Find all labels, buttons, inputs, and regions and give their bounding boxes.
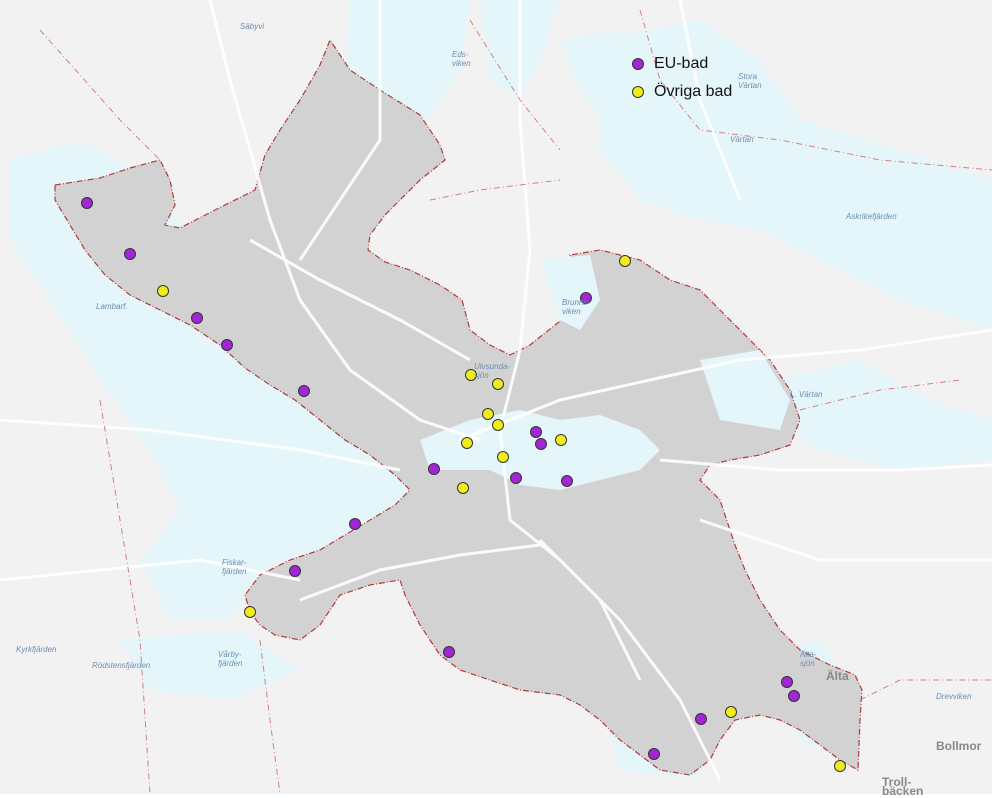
- eu-bad-marker[interactable]: [428, 463, 440, 475]
- ovriga-bad-marker[interactable]: [461, 437, 473, 449]
- label-altasjon: Älta- sjön: [800, 650, 817, 668]
- eu-bad-marker[interactable]: [510, 472, 522, 484]
- label-vartan: Värtan: [730, 135, 754, 144]
- eu-bad-marker[interactable]: [221, 339, 233, 351]
- road-layer: [0, 0, 992, 781]
- eu-bad-marker[interactable]: [561, 475, 573, 487]
- eu-bad-marker[interactable]: [695, 713, 707, 725]
- eu-bad-marker[interactable]: [81, 197, 93, 209]
- ovriga-bad-marker[interactable]: [725, 706, 737, 718]
- eu-bad-marker[interactable]: [298, 385, 310, 397]
- eu-bad-marker[interactable]: [781, 676, 793, 688]
- label-bollmora: Bollmor: [936, 739, 982, 753]
- eu-bad-marker[interactable]: [289, 565, 301, 577]
- label-sabyvi: Säbyvi: [240, 22, 265, 31]
- eu-bad-marker[interactable]: [535, 438, 547, 450]
- legend-label-ovriga-bad: Övriga bad: [654, 83, 733, 100]
- label-kyrkfjarden: Kyrkfjärden: [16, 645, 57, 654]
- eu-bad-marker[interactable]: [788, 690, 800, 702]
- ovriga-bad-marker[interactable]: [244, 606, 256, 618]
- eu-bad-marker[interactable]: [124, 248, 136, 260]
- eu-bad-marker[interactable]: [530, 426, 542, 438]
- ovriga-bad-markers: [157, 255, 846, 772]
- ovriga-bad-marker[interactable]: [482, 408, 494, 420]
- label-rodstensfjarden: Rödstensfjärden: [92, 661, 151, 670]
- label-trollbacken: Troll- bäcken: [882, 775, 924, 798]
- eu-bad-marker[interactable]: [191, 312, 203, 324]
- label-brunnsviken: Brunns- viken: [562, 298, 591, 316]
- ovriga-bad-marker[interactable]: [834, 760, 846, 772]
- legend-item-eu-bad: EU-bad: [632, 50, 732, 78]
- label-vanerfjarden: Vårby- fjärden: [218, 650, 243, 668]
- ovriga-bad-marker[interactable]: [555, 434, 567, 446]
- label-l-vartan: L. Värtan: [790, 390, 823, 399]
- label-stora-vartan: Stora Värtan: [738, 72, 762, 90]
- ovriga-bad-marker[interactable]: [497, 451, 509, 463]
- eu-bad-marker[interactable]: [580, 292, 592, 304]
- municipality-area: [54, 38, 863, 776]
- city-water-layer: [420, 255, 790, 490]
- label-edsviken: Eds- viken: [452, 50, 471, 68]
- label-drevviken: Drevviken: [936, 692, 972, 701]
- label-alta: Älta: [826, 669, 849, 683]
- ovriga-bad-legend-icon: [632, 86, 644, 98]
- label-fiskarfjarden: Fiskar- fjärden: [222, 558, 247, 576]
- map-legend: EU-bad Övriga bad: [632, 50, 732, 106]
- label-ulvsundasjon: Ulvsunda- sjön: [474, 362, 511, 380]
- ovriga-bad-marker[interactable]: [465, 369, 477, 381]
- ovriga-bad-marker[interactable]: [157, 285, 169, 297]
- ovriga-bad-marker[interactable]: [619, 255, 631, 267]
- legend-label-eu-bad: EU-bad: [654, 55, 709, 72]
- legend-item-ovriga-bad: Övriga bad: [632, 78, 732, 106]
- boundary-layer: [39, 9, 992, 794]
- ovriga-bad-marker[interactable]: [457, 482, 469, 494]
- label-askrikefjarden: Askrikefjärden: [846, 212, 897, 221]
- eu-bad-markers: [81, 197, 800, 760]
- eu-bad-marker[interactable]: [443, 646, 455, 658]
- eu-bad-marker[interactable]: [349, 518, 361, 530]
- eu-bad-marker[interactable]: [648, 748, 660, 760]
- ovriga-bad-marker[interactable]: [492, 378, 504, 390]
- label-lambarfjarden: Lambarf.: [96, 302, 128, 311]
- eu-bad-legend-icon: [632, 58, 644, 70]
- ovriga-bad-marker[interactable]: [492, 419, 504, 431]
